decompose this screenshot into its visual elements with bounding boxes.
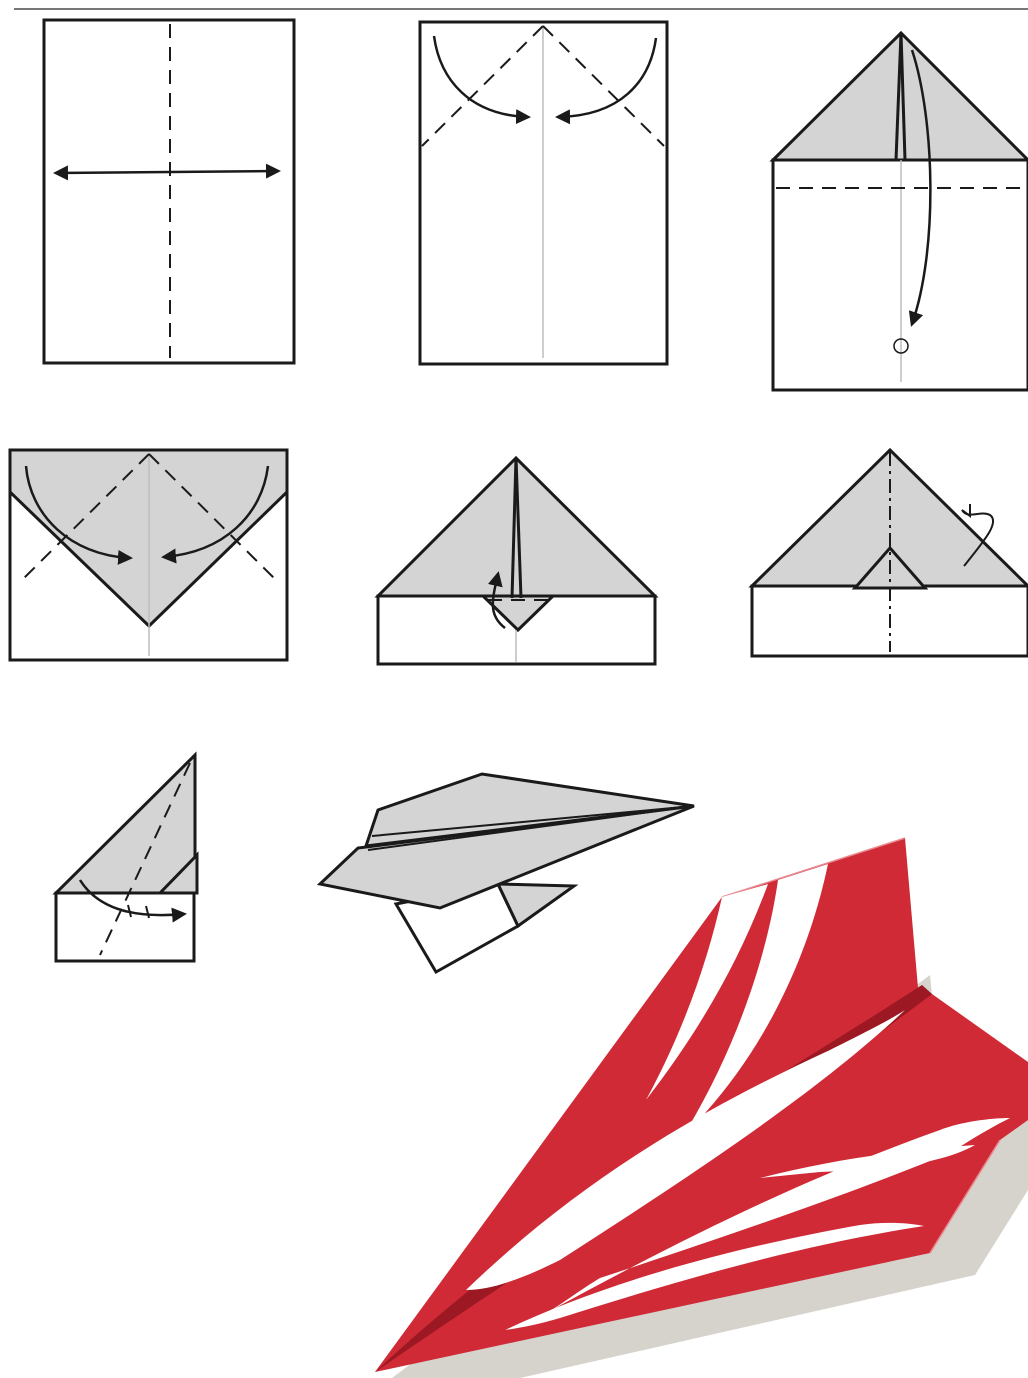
step-4-fold-corners-again-icon (10, 450, 287, 660)
step-2-fold-top-corners-icon (420, 22, 667, 364)
step-6-fold-in-half-icon (752, 450, 1028, 656)
step-5-fold-small-flap-up-icon (378, 458, 655, 664)
step-3-fold-tip-down-icon (773, 33, 1028, 390)
step-7-fold-wings-down-icon (56, 755, 197, 961)
step-1-fold-sheet-in-half-icon (44, 20, 294, 363)
step-8-finished-plane-icon (320, 774, 694, 972)
